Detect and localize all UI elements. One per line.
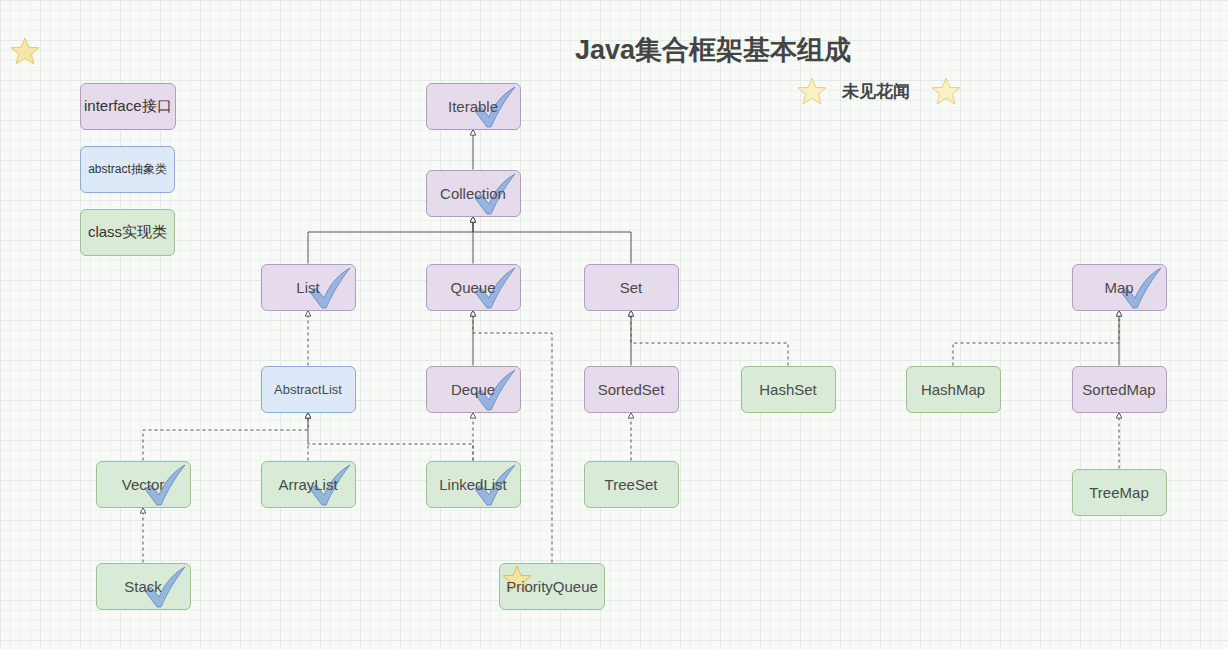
implements-connector (143, 508, 144, 563)
interface-box: Iterable (426, 83, 521, 130)
star-ornament (11, 38, 39, 64)
node-label: TreeMap (1089, 484, 1148, 501)
star-ornament (798, 78, 826, 104)
node-label: LinkedList (439, 476, 507, 493)
interface-box: Deque (426, 366, 521, 413)
legend-swatch: class实现类 (80, 209, 175, 256)
interface-box: SortedSet (584, 366, 679, 413)
legend-text: interface接口 (84, 97, 172, 116)
extends-connector (473, 217, 631, 264)
node-label: Set (620, 279, 643, 296)
node-label: Queue (450, 279, 495, 296)
implements-connector (473, 413, 474, 461)
class-box: TreeSet (584, 461, 679, 508)
node-label: Collection (440, 185, 506, 202)
node-label: Vector (122, 476, 165, 493)
node-label: Iterable (448, 98, 498, 115)
extends-connector (473, 130, 474, 170)
node-label: HashMap (921, 381, 985, 398)
legend-text: class实现类 (88, 223, 167, 242)
node-label: Deque (451, 381, 495, 398)
class-box: TreeMap (1072, 469, 1167, 516)
extends-connector (308, 217, 473, 264)
implements-connector (308, 311, 309, 366)
interface-box: Collection (426, 170, 521, 217)
node-label: TreeSet (605, 476, 658, 493)
node-label: PriorityQueue (506, 578, 598, 595)
class-box: HashSet (741, 366, 836, 413)
implements-connector (953, 311, 1119, 366)
interface-box: Map (1072, 264, 1167, 311)
implements-connector (631, 413, 632, 461)
node-label: SortedMap (1082, 381, 1155, 398)
legend-text: abstract抽象类 (88, 161, 167, 178)
node-label: HashSet (759, 381, 817, 398)
node-label: List (296, 279, 319, 296)
interface-box: SortedMap (1072, 366, 1167, 413)
abstract-class-box: AbstractList (261, 366, 356, 413)
node-label: Map (1104, 279, 1133, 296)
extends-connector (631, 311, 632, 366)
extends-connector (1119, 311, 1120, 366)
legend-swatch: abstract抽象类 (80, 146, 175, 193)
node-label: ArrayList (278, 476, 337, 493)
diagram-title: Java集合框架基本组成 (575, 32, 851, 68)
implements-connector (308, 413, 473, 461)
interface-box: Queue (426, 264, 521, 311)
extends-connector (473, 311, 474, 366)
class-box: Vector (96, 461, 191, 508)
implements-connector (143, 413, 308, 461)
implements-connector (1119, 413, 1120, 469)
class-box: LinkedList (426, 461, 521, 508)
class-box: ArrayList (261, 461, 356, 508)
star-ornament (932, 78, 960, 104)
author-label: 未见花闻 (842, 80, 910, 103)
class-box: PriorityQueue (499, 563, 605, 610)
legend-swatch: interface接口 (80, 83, 176, 130)
interface-box: List (261, 264, 356, 311)
node-label: Stack (124, 578, 162, 595)
node-label: AbstractList (274, 382, 342, 397)
class-box: HashMap (906, 366, 1001, 413)
class-box: Stack (96, 563, 191, 610)
implements-connector (473, 311, 552, 563)
node-label: SortedSet (598, 381, 665, 398)
implements-connector (631, 311, 788, 366)
interface-box: Set (584, 264, 679, 311)
